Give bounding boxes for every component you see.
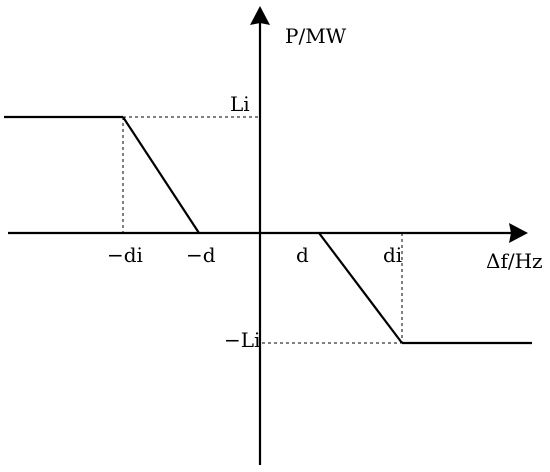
label-neg-Li: −Li bbox=[224, 328, 260, 352]
y-axis-arrow bbox=[250, 6, 270, 25]
x-axis-label: Δf/Hz bbox=[486, 249, 543, 273]
x-axis-arrow bbox=[509, 223, 528, 243]
label-Li: Li bbox=[230, 92, 250, 116]
label-neg-d: −d bbox=[186, 243, 216, 267]
label-d: d bbox=[296, 243, 309, 267]
upper-ramp-line bbox=[122, 116, 200, 234]
label-di: di bbox=[383, 243, 402, 267]
lower-ramp-line bbox=[318, 232, 403, 344]
label-neg-di: −di bbox=[107, 243, 143, 267]
y-axis-label: P/MW bbox=[285, 24, 347, 48]
